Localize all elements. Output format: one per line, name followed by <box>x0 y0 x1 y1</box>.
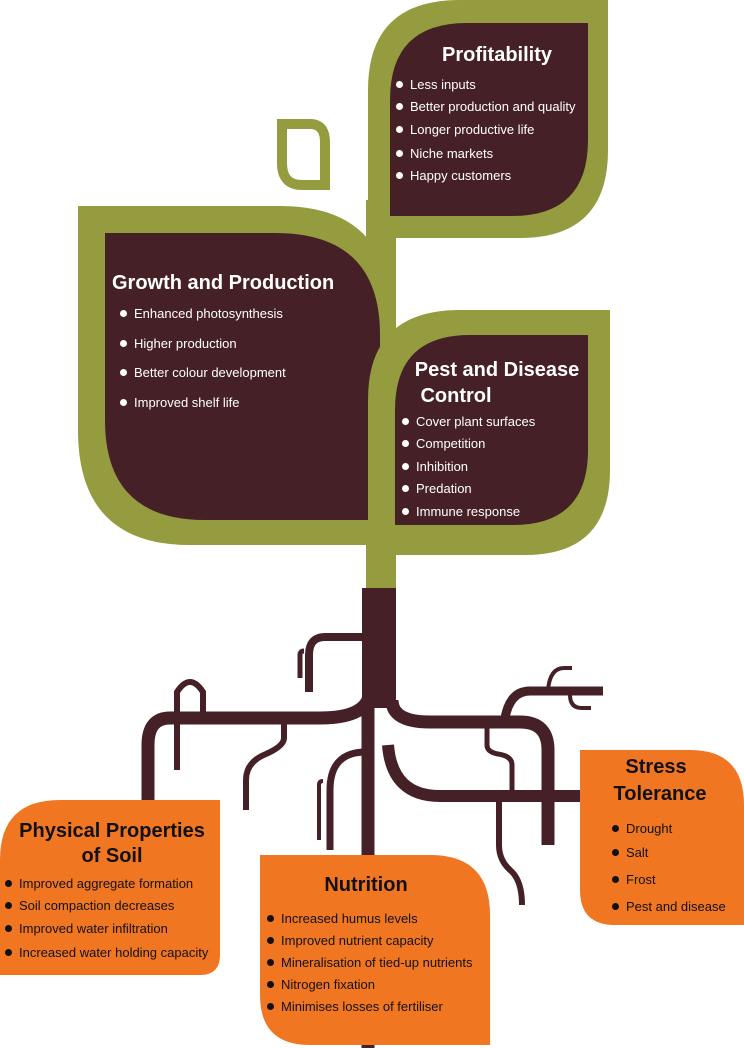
list-item: Mineralisation of tied-up nutrients <box>267 955 473 971</box>
nutrition-box <box>260 855 490 1045</box>
list-item: Better colour development <box>120 365 286 381</box>
list-item: Pest and disease <box>612 899 726 915</box>
list-item: Inhibition <box>402 459 468 475</box>
list-item: Increased humus levels <box>267 911 418 927</box>
list-item: Drought <box>612 821 672 837</box>
list-item: Nitrogen fixation <box>267 977 375 993</box>
list-item: Improved water infiltration <box>5 921 168 937</box>
physical-title-line2: of Soil <box>81 845 143 867</box>
list-item: Longer productive life <box>396 122 534 138</box>
list-item: Frost <box>612 872 656 888</box>
list-item: Soil compaction decreases <box>5 898 174 914</box>
list-item: Improved shelf life <box>120 395 240 411</box>
pest-leaf-inner <box>395 335 588 525</box>
list-item: Less inputs <box>396 77 476 93</box>
list-item: Minimises losses of fertiliser <box>267 999 443 1015</box>
profitability-title: Profitability <box>441 44 553 66</box>
list-item: Higher production <box>120 336 237 352</box>
list-item: Cover plant surfaces <box>402 414 535 430</box>
pest-title-line1: Pest and Disease <box>414 359 580 381</box>
list-item: Increased water holding capacity <box>5 945 208 961</box>
stress-title-line1: Stress <box>625 756 687 778</box>
list-item: Niche markets <box>396 146 493 162</box>
list-item: Enhanced photosynthesis <box>120 306 283 322</box>
list-item: Happy customers <box>396 168 511 184</box>
physical-title-line1: Physical Properties <box>19 820 205 842</box>
list-item: Immune response <box>402 504 520 520</box>
list-item: Improved nutrient capacity <box>267 933 433 949</box>
small-leaf-icon <box>277 119 330 190</box>
pest-title-line2: Control <box>420 385 492 407</box>
list-item: Improved aggregate formation <box>5 876 193 892</box>
growth-title: Growth and Production <box>112 272 335 294</box>
stress-title-line2: Tolerance <box>613 783 707 805</box>
list-item: Predation <box>402 481 472 497</box>
list-item: Better production and quality <box>396 99 576 115</box>
nutrition-title: Nutrition <box>324 874 408 896</box>
list-item: Competition <box>402 436 485 452</box>
list-item: Salt <box>612 845 648 861</box>
